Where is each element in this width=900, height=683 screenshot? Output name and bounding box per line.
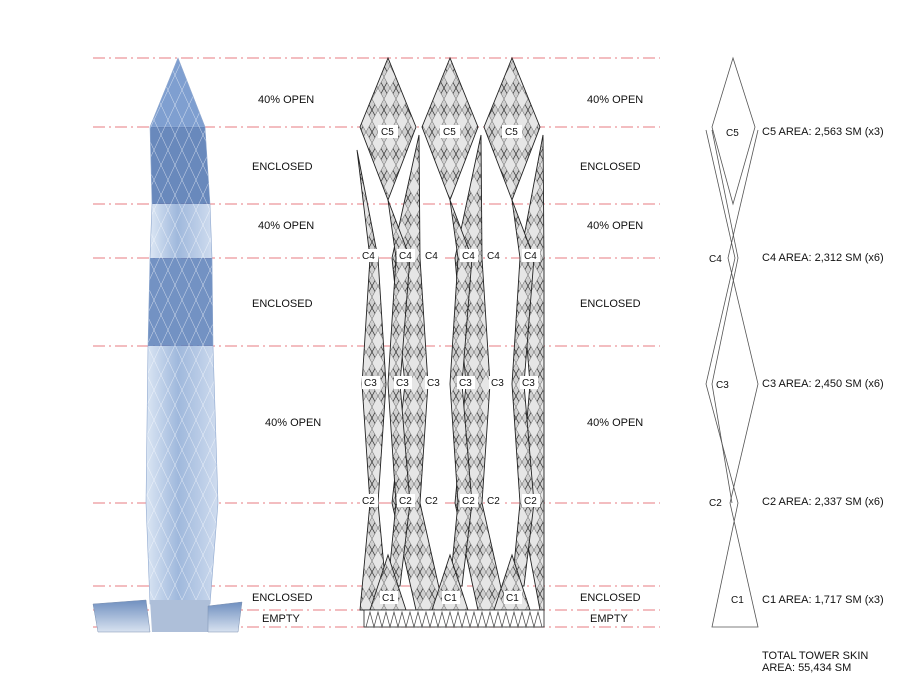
outline-tag: C3 <box>716 380 729 391</box>
panel-tag: C5 <box>443 127 456 138</box>
panel-tag: C2 <box>462 496 475 507</box>
panel-tag: C5 <box>381 127 394 138</box>
zone-label: 40% OPEN <box>258 94 314 106</box>
outline-c5 <box>711 56 756 206</box>
panel-tag: C3 <box>364 378 377 389</box>
panel-tag: C4 <box>425 251 438 262</box>
panel-tags: C5 C5 C5 C4 C4 C4 C4 C4 C4 C3 C3 C3 C3 C… <box>360 125 540 604</box>
outline-panels-inner <box>711 129 739 504</box>
area-label-c4: C4 AREA: 2,312 SM (x6) <box>762 252 884 264</box>
panel-tag: C2 <box>425 496 438 507</box>
area-label-c2: C2 AREA: 2,337 SM (x6) <box>762 496 884 508</box>
zone-label: ENCLOSED <box>580 161 641 173</box>
zone-label: 40% OPEN <box>587 417 643 429</box>
panel-tag: C3 <box>522 378 535 389</box>
area-label-c1: C1 AREA: 1,717 SM (x3) <box>762 594 884 606</box>
zone-label: 40% OPEN <box>587 94 643 106</box>
panel-tag: C1 <box>506 593 519 604</box>
outline-tag: C5 <box>726 128 739 139</box>
panel-tag: C3 <box>427 378 440 389</box>
zigzag-pattern <box>365 610 543 629</box>
panel-tag: C2 <box>487 496 500 507</box>
panel-tag: C5 <box>505 127 518 138</box>
zone-labels-right: 40% OPEN ENCLOSED 40% OPEN ENCLOSED 40% … <box>580 94 643 625</box>
panel-tag: C2 <box>362 496 375 507</box>
zone-label: 40% OPEN <box>587 220 643 232</box>
panel-tag: C2 <box>399 496 412 507</box>
panel-tag: C3 <box>491 378 504 389</box>
panel-tag: C1 <box>382 593 395 604</box>
total-label-line2: AREA: 55,434 SM <box>762 662 851 674</box>
zone-label: EMPTY <box>262 613 301 625</box>
panel-tag: C4 <box>524 251 537 262</box>
unfolded-skin-panels <box>356 56 545 629</box>
zone-label: 40% OPEN <box>265 417 321 429</box>
zone-label: ENCLOSED <box>252 298 313 310</box>
panel-tag: C1 <box>444 593 457 604</box>
outline-tag: C4 <box>709 254 722 265</box>
area-label-c5: C5 AREA: 2,563 SM (x3) <box>762 126 884 138</box>
panel-tag: C3 <box>396 378 409 389</box>
panel-tag: C4 <box>362 251 375 262</box>
zone-label: EMPTY <box>590 613 629 625</box>
outline-tag: C1 <box>731 595 744 606</box>
zone-label: ENCLOSED <box>252 161 313 173</box>
panel-tag: C3 <box>459 378 472 389</box>
zone-label: 40% OPEN <box>258 220 314 232</box>
zone-label: ENCLOSED <box>252 592 313 604</box>
outline-tag: C2 <box>709 498 722 509</box>
panel-tag: C4 <box>399 251 412 262</box>
zone-label: ENCLOSED <box>580 592 641 604</box>
area-labels: C5 AREA: 2,563 SM (x3) C4 AREA: 2,312 SM… <box>762 126 884 674</box>
area-label-c3: C3 AREA: 2,450 SM (x6) <box>762 378 884 390</box>
zone-labels-left: 40% OPEN ENCLOSED 40% OPEN ENCLOSED 40% … <box>252 94 321 625</box>
zone-label: ENCLOSED <box>580 298 641 310</box>
panel-tag: C2 <box>524 496 537 507</box>
panel-tag: C4 <box>487 251 500 262</box>
total-label-line1: TOTAL TOWER SKIN <box>762 650 868 662</box>
panel-outline-schematic: C5 C4 C3 C2 C1 <box>705 56 759 628</box>
panel-tag: C4 <box>462 251 475 262</box>
tower-rendering <box>92 57 243 633</box>
outline-panels <box>705 129 759 628</box>
